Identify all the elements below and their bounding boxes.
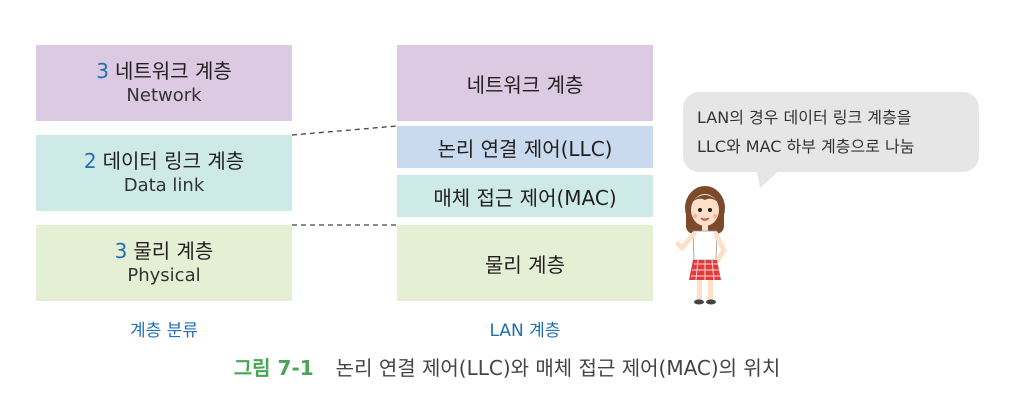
connector-top — [291, 125, 398, 136]
layer-subtitle: Data link — [123, 175, 205, 196]
layer-title: 네트워크 계층 — [466, 72, 584, 97]
llc-layer: 논리 연결 제어(LLC) — [397, 126, 653, 168]
layer-subtitle: Network — [126, 85, 202, 106]
layer-number: 3 — [114, 239, 128, 263]
layer-title: 물리 계층 — [485, 252, 565, 277]
layer-number: 2 — [83, 149, 97, 173]
bubble-line-1: LAN의 경우 데이터 링크 계층을 — [697, 108, 912, 127]
layer-title: 데이터 링크 계층 — [102, 149, 245, 173]
layer-number: 3 — [96, 59, 109, 83]
right-network-layer: 네트워크 계층 — [397, 45, 653, 121]
layer-subtitle: Physical — [127, 265, 201, 286]
figure-text: 논리 연결 제어(LLC)와 매체 접근 제어(MAC)의 위치 — [335, 356, 781, 380]
mac-layer: 매체 접근 제어(MAC) — [397, 175, 653, 217]
speech-bubble: LAN의 경우 데이터 링크 계층을 LLC와 MAC 하부 계층으로 나눔 — [683, 92, 979, 172]
right-physical-layer: 물리 계층 — [397, 225, 653, 301]
layer-title: 매체 접근 제어(MAC) — [433, 185, 617, 210]
right-column-label: LAN 계층 — [489, 321, 561, 341]
figure-label: 그림 7-1 — [233, 356, 314, 380]
layer-title: 물리 계층 — [133, 239, 214, 263]
left-column-label: 계층 분류 — [130, 321, 198, 341]
bubble-line-2: LLC와 MAC 하부 계층으로 나눔 — [697, 137, 915, 156]
layer-title: 논리 연결 제어(LLC) — [437, 136, 613, 161]
girl-illustration — [675, 186, 727, 305]
figure-caption: 그림 7-1 논리 연결 제어(LLC)와 매체 접근 제어(MAC)의 위치 — [0, 352, 1014, 381]
speech-bubble-tail — [756, 168, 782, 188]
layer-title: 네트워크 계층 — [114, 59, 232, 83]
